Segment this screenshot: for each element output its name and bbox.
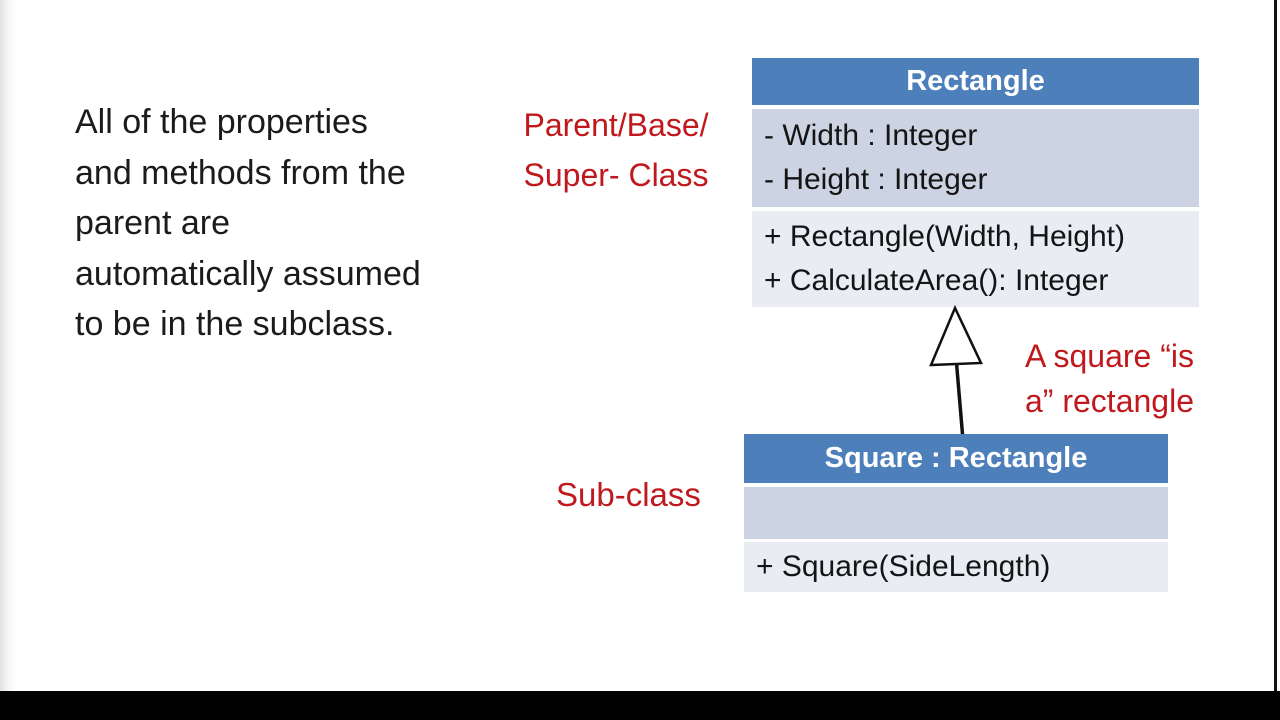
attribute-row: - Height : Integer (764, 163, 988, 196)
method-row: + Rectangle(Width, Height) (764, 220, 1125, 253)
is-a-annotation-line: a” rectangle (1025, 383, 1194, 419)
inheritance-arrow-shaft (954, 362, 965, 440)
rectangle-methods-section: + Rectangle(Width, Height) + CalculateAr… (752, 211, 1199, 307)
parent-class-annotation-line: Super- Class (523, 157, 709, 193)
uml-inheritance-arrow (929, 304, 983, 440)
slide-left-edge-shade (0, 0, 16, 691)
is-a-annotation: A square “is a” rectangle (1025, 334, 1194, 424)
inheritance-arrow-head (929, 304, 983, 367)
square-class-title: Square : Rectangle (744, 434, 1168, 483)
attribute-row: - Width : Integer (764, 119, 978, 152)
parent-class-annotation: Parent/Base/ Super- Class (505, 100, 727, 200)
square-methods-section: + Square(SideLength) (744, 542, 1168, 592)
explanation-paragraph: All of the properties and methods from t… (75, 97, 421, 350)
parent-class-annotation-line: Parent/Base/ (523, 107, 709, 143)
slide-right-edge-line (1274, 0, 1277, 720)
paragraph-line: automatically assumed (75, 254, 421, 293)
paragraph-line: and methods from the (75, 153, 406, 192)
method-row: + Square(SideLength) (756, 550, 1051, 583)
square-attributes-section-empty (744, 487, 1168, 539)
paragraph-line: parent are (75, 204, 230, 242)
paragraph-line: All of the properties (75, 103, 368, 141)
rectangle-attributes-section: - Width : Integer - Height : Integer (752, 109, 1199, 207)
rectangle-class-box: Rectangle - Width : Integer - Height : I… (752, 58, 1199, 307)
method-row: + CalculateArea(): Integer (764, 264, 1109, 297)
is-a-annotation-line: A square “is (1025, 338, 1194, 374)
sub-class-annotation: Sub-class (556, 476, 701, 513)
paragraph-line: to be in the subclass. (75, 305, 395, 343)
letterbox-bottom-bar (0, 691, 1280, 720)
square-class-box: Square : Rectangle + Square(SideLength) (744, 434, 1168, 592)
rectangle-class-title: Rectangle (752, 58, 1199, 105)
